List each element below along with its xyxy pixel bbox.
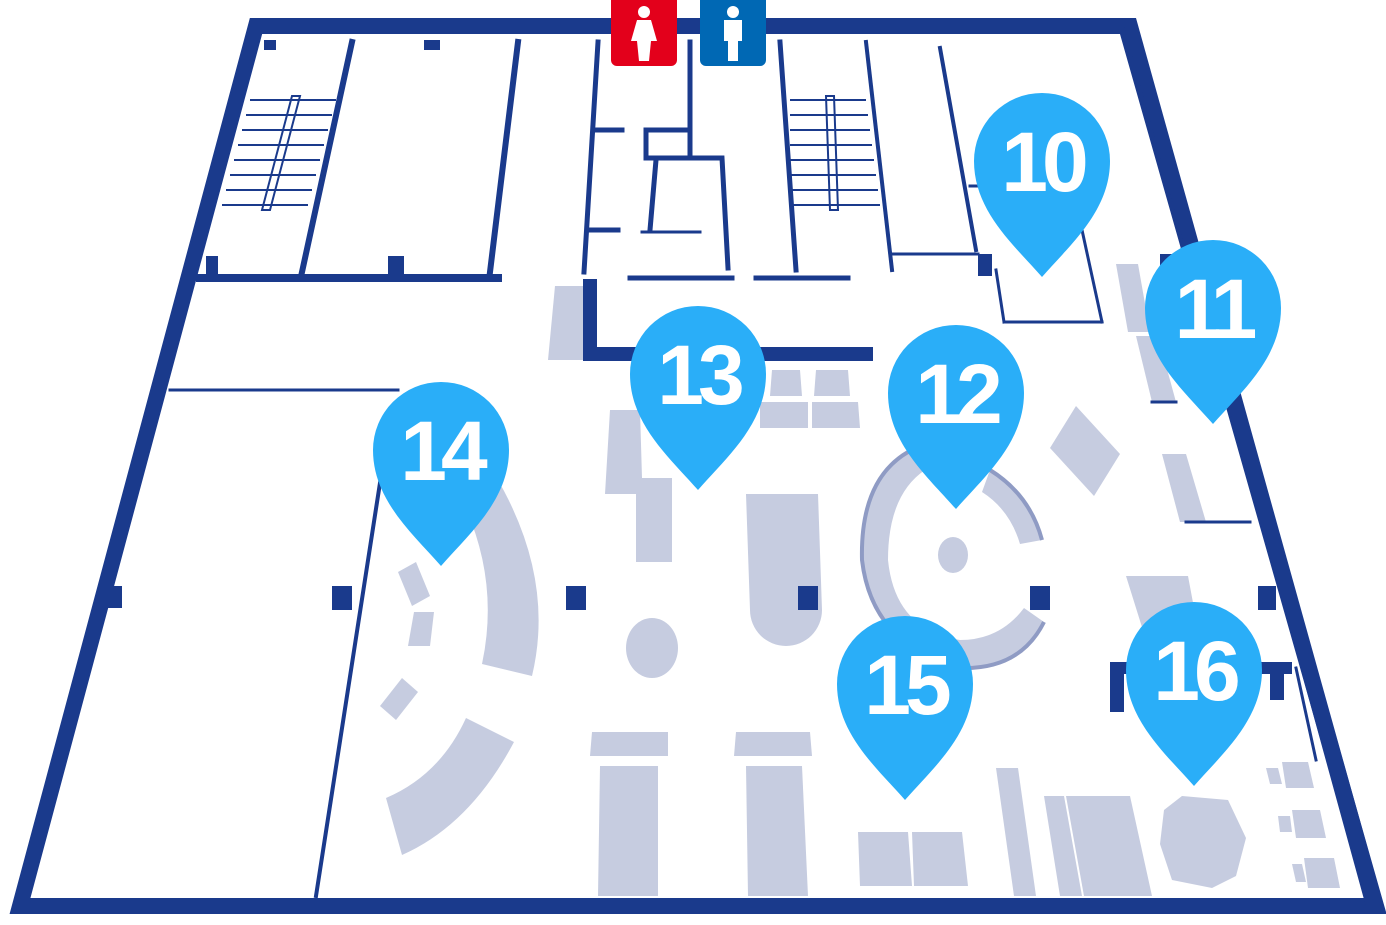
restroom-women-sign[interactable] bbox=[611, 0, 677, 66]
location-pin-14[interactable]: 14 bbox=[373, 382, 509, 566]
location-pin-13[interactable]: 13 bbox=[630, 306, 766, 490]
stairs-right bbox=[790, 95, 880, 211]
man-restroom-icon bbox=[724, 6, 742, 61]
woman-restroom-icon bbox=[631, 6, 657, 61]
restroom-men-sign[interactable] bbox=[700, 0, 766, 66]
location-pin-15[interactable]: 15 bbox=[837, 616, 973, 800]
location-pin-10[interactable]: 10 bbox=[974, 93, 1110, 277]
location-pin-16[interactable]: 16 bbox=[1126, 602, 1262, 786]
location-pin-12[interactable]: 12 bbox=[888, 325, 1024, 509]
location-pin-16-label: 16 bbox=[1153, 624, 1238, 718]
location-pin-11[interactable]: 11 bbox=[1145, 240, 1281, 424]
walls-layer bbox=[9, 18, 1386, 914]
stairs-left bbox=[222, 95, 336, 211]
location-pin-11-label: 11 bbox=[1175, 262, 1256, 356]
location-pin-12-label: 12 bbox=[915, 347, 1000, 441]
location-pin-13-label: 13 bbox=[657, 328, 742, 422]
furniture-layer bbox=[380, 264, 1340, 896]
location-pin-15-label: 15 bbox=[864, 638, 950, 732]
location-pin-10-label: 10 bbox=[1001, 115, 1086, 209]
location-pin-14-label: 14 bbox=[400, 404, 488, 498]
